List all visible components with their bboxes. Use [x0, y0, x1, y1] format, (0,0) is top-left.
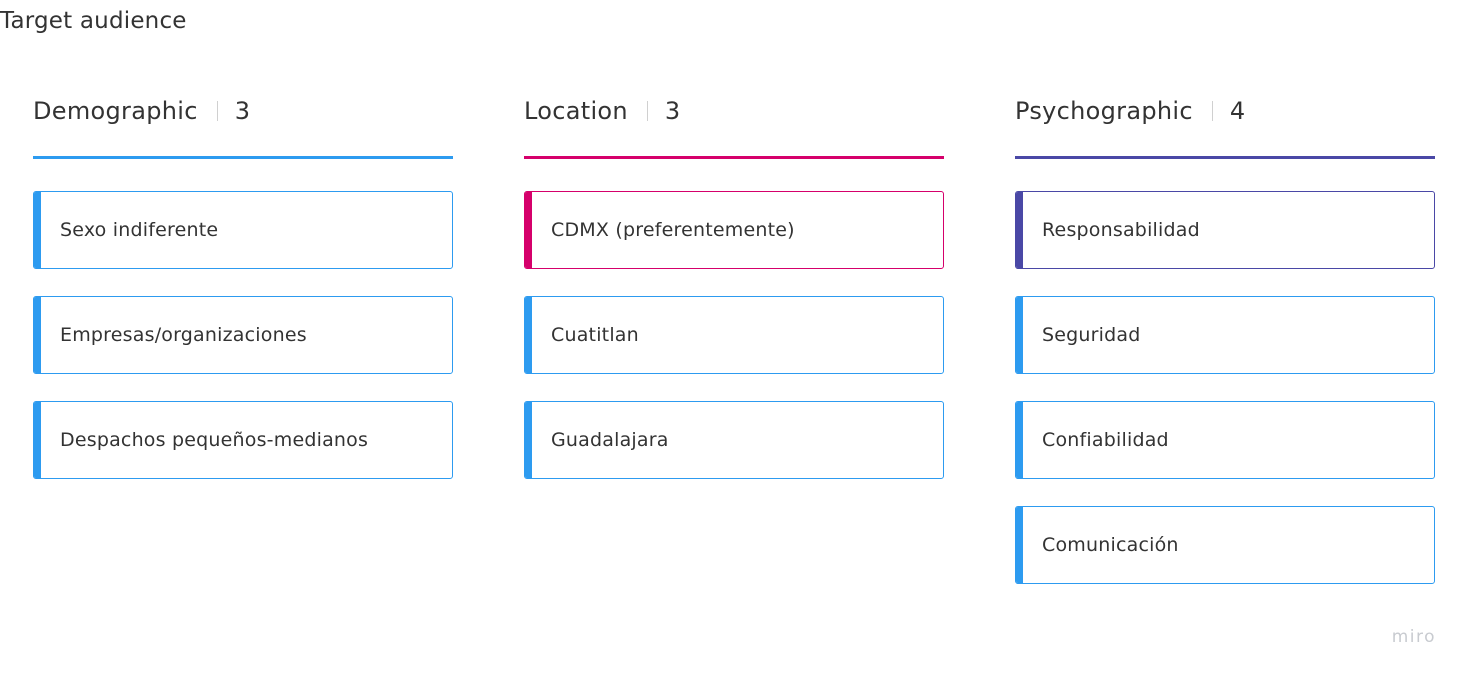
card-stripe — [34, 402, 41, 478]
card-sexo-indiferente[interactable]: Sexo indiferente — [33, 191, 453, 269]
card-stripe — [1016, 507, 1023, 583]
column-header: Location 3 — [524, 95, 944, 127]
header-divider — [216, 101, 218, 121]
card-text: Cuatitlan — [551, 324, 639, 346]
card-stripe — [1016, 297, 1023, 373]
card-text: Guadalajara — [551, 429, 669, 451]
column-title[interactable]: Location — [524, 97, 628, 125]
card-cuatitlan[interactable]: Cuatitlan — [524, 296, 944, 374]
column-count: 3 — [234, 97, 251, 125]
card-text: Confiabilidad — [1042, 429, 1169, 451]
header-divider — [1211, 101, 1213, 121]
card-stripe — [1016, 402, 1023, 478]
column-title[interactable]: Demographic — [33, 97, 198, 125]
card-text: Responsabilidad — [1042, 219, 1200, 241]
header-divider — [646, 101, 648, 121]
column-rule — [1015, 156, 1435, 159]
miro-logo: miro — [1391, 627, 1436, 647]
card-stripe — [34, 297, 41, 373]
card-comunicacion[interactable]: Comunicación — [1015, 506, 1435, 584]
card-stripe — [525, 297, 532, 373]
card-despachos[interactable]: Despachos pequeños-medianos — [33, 401, 453, 479]
card-text: Sexo indiferente — [60, 219, 219, 241]
column-rule — [524, 156, 944, 159]
card-text: Comunicación — [1042, 534, 1179, 556]
card-responsabilidad[interactable]: Responsabilidad — [1015, 191, 1435, 269]
card-stripe — [525, 402, 532, 478]
column-title[interactable]: Psychographic — [1015, 97, 1193, 125]
card-guadalajara[interactable]: Guadalajara — [524, 401, 944, 479]
card-text: Empresas/organizaciones — [60, 324, 307, 346]
column-header: Psychographic 4 — [1015, 95, 1435, 127]
card-seguridad[interactable]: Seguridad — [1015, 296, 1435, 374]
card-text: Seguridad — [1042, 324, 1141, 346]
column-rule — [33, 156, 453, 159]
column-psychographic: Psychographic 4 Responsabilidad Segurida… — [1015, 95, 1435, 584]
column-count: 4 — [1229, 97, 1246, 125]
card-cdmx[interactable]: CDMX (preferentemente) — [524, 191, 944, 269]
card-confiabilidad[interactable]: Confiabilidad — [1015, 401, 1435, 479]
column-demographic: Demographic 3 Sexo indiferente Empresas/… — [33, 95, 453, 479]
column-count: 3 — [664, 97, 681, 125]
card-text: CDMX (preferentemente) — [551, 219, 795, 241]
card-text: Despachos pequeños-medianos — [60, 429, 369, 451]
column-location: Location 3 CDMX (preferentemente) Cuatit… — [524, 95, 944, 479]
card-stripe — [1016, 192, 1023, 268]
card-stripe — [525, 192, 532, 268]
card-stripe — [34, 192, 41, 268]
card-empresas-organizaciones[interactable]: Empresas/organizaciones — [33, 296, 453, 374]
board-title: Target audience — [0, 8, 187, 34]
column-header: Demographic 3 — [33, 95, 453, 127]
